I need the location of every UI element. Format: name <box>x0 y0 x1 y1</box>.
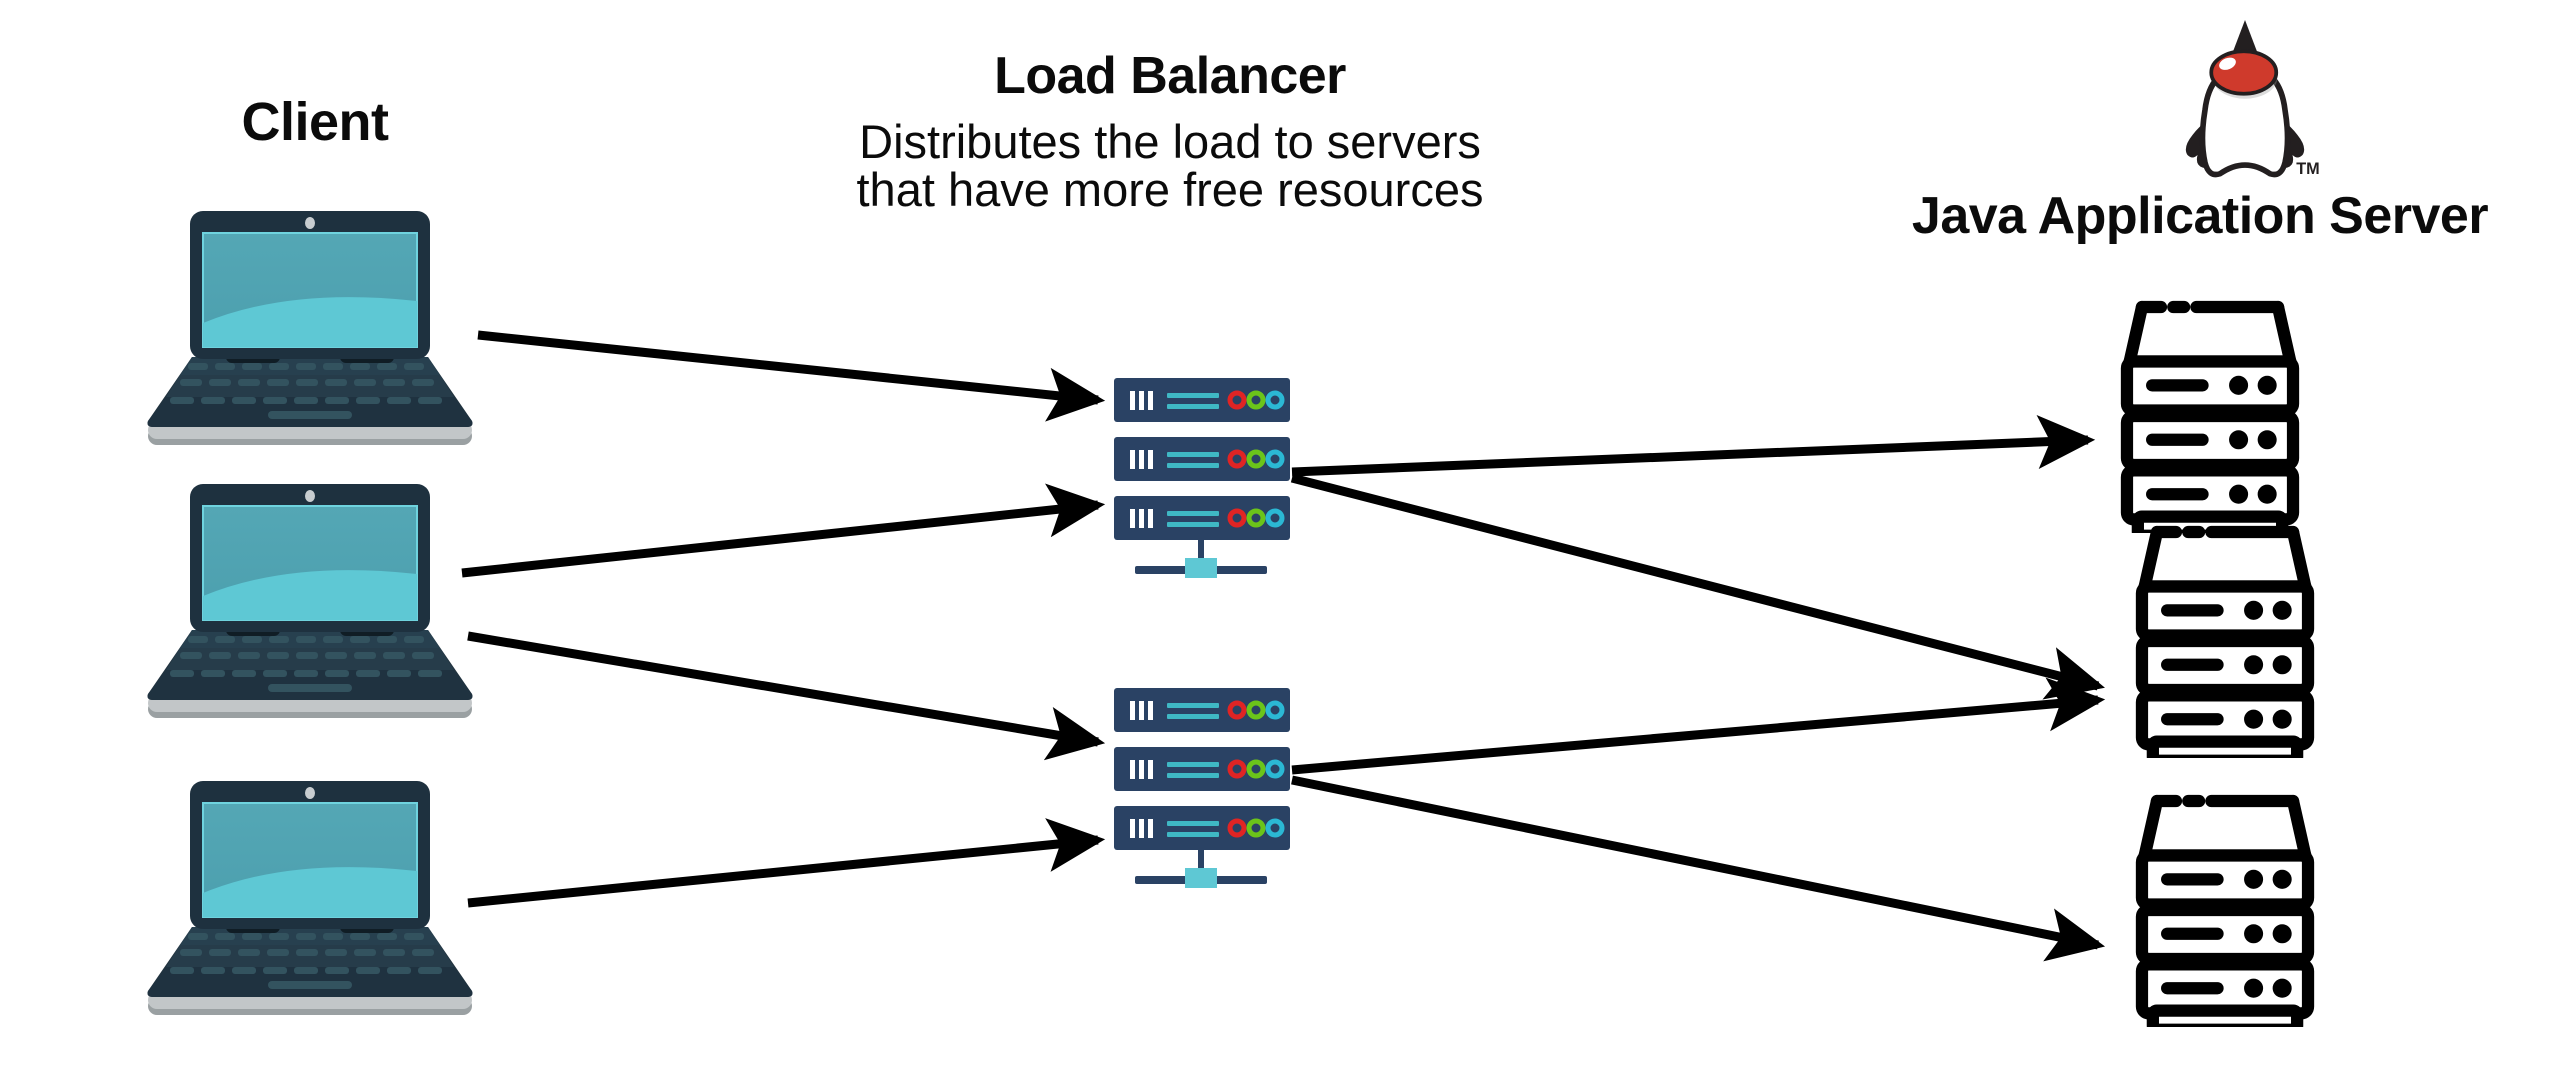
load-balancer-subtitle-line1: Distributes the load to servers <box>859 115 1481 168</box>
arrow-lb1-to-server2 <box>1290 473 2105 700</box>
arrow-lb2-to-server2 <box>1291 677 2106 775</box>
lb1-unit-3 <box>1114 496 1290 540</box>
lb1-unit-2 <box>1114 437 1290 481</box>
connection-arrows-left <box>461 330 1106 908</box>
client-laptop-1[interactable] <box>146 210 474 446</box>
app-server-rack-1[interactable] <box>2127 307 2293 536</box>
arrow-client1-to-lb1 <box>477 330 1106 422</box>
load-balancer-subtitle-line2: that have more free resources <box>856 162 1484 216</box>
lb2-unit-2 <box>1114 747 1290 791</box>
lb1-stand-block <box>1185 558 1217 578</box>
load-balancer-subtitle: Distributes the load to servers that hav… <box>700 118 1640 214</box>
arrow-client3-to-lb2 <box>467 818 1106 908</box>
client-laptop-2[interactable] <box>146 483 474 719</box>
lb2-stand-post <box>1198 850 1204 878</box>
lb1-unit-1 <box>1114 378 1290 422</box>
arrow-client2-to-lb1 <box>461 483 1106 578</box>
load-balancer-title: Load Balancer <box>994 47 1346 105</box>
app-server-rack-2[interactable] <box>2142 532 2308 761</box>
lb2-unit-3 <box>1114 806 1290 850</box>
java-application-server-label: Java Application Server <box>1911 187 2489 245</box>
arrow-client2-to-lb2 <box>467 631 1106 761</box>
lb2-stand-block <box>1185 868 1217 888</box>
client-label: Client <box>241 92 389 152</box>
load-balancer-group-1[interactable] <box>1114 378 1290 578</box>
arrow-lb1-to-server1 <box>1291 415 2096 477</box>
load-balancer-group-2[interactable] <box>1114 688 1290 888</box>
connection-arrows-right <box>1290 415 2106 962</box>
lb1-stand-post <box>1198 540 1204 568</box>
lb2-unit-1 <box>1114 688 1290 732</box>
client-laptop-3[interactable] <box>146 780 474 1016</box>
java-duke-logo <box>2186 20 2320 178</box>
app-server-rack-3[interactable] <box>2142 801 2308 1030</box>
arrow-lb2-to-server3 <box>1291 775 2106 962</box>
